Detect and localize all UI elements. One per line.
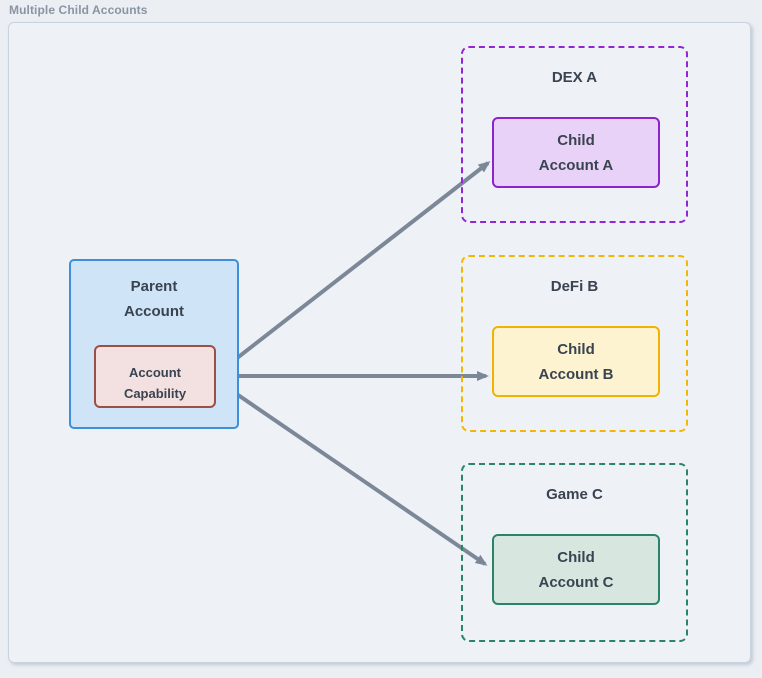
node-child-account-a: Child Account A: [492, 117, 660, 188]
account-capability-label: Account Capability: [123, 365, 187, 401]
group-defi-b-label: DeFi B: [550, 278, 599, 295]
child-account-a-label: Child Account A: [538, 131, 614, 174]
node-child-account-c: Child Account C: [492, 534, 660, 605]
node-parent-account: Parent Account Account Capability: [69, 259, 239, 429]
diagram-title: Multiple Child Accounts: [9, 3, 148, 17]
child-account-b-label: Child Account B: [538, 340, 614, 383]
group-dex-a: DEX A Child Account A: [461, 46, 688, 223]
arrow-to-child-a: [221, 161, 491, 371]
diagram-canvas: Parent Account Account Capability DEX A …: [8, 22, 751, 663]
child-account-c-label: Child Account C: [538, 548, 614, 591]
arrow-to-child-c: [220, 382, 488, 566]
group-game-c-label: Game C: [546, 486, 603, 503]
node-child-account-b: Child Account B: [492, 326, 660, 397]
node-account-capability: Account Capability: [94, 345, 216, 408]
group-defi-b: DeFi B Child Account B: [461, 255, 688, 432]
parent-account-label: Parent Account: [124, 278, 184, 320]
group-dex-a-label: DEX A: [551, 69, 598, 86]
group-game-c: Game C Child Account C: [461, 463, 688, 642]
